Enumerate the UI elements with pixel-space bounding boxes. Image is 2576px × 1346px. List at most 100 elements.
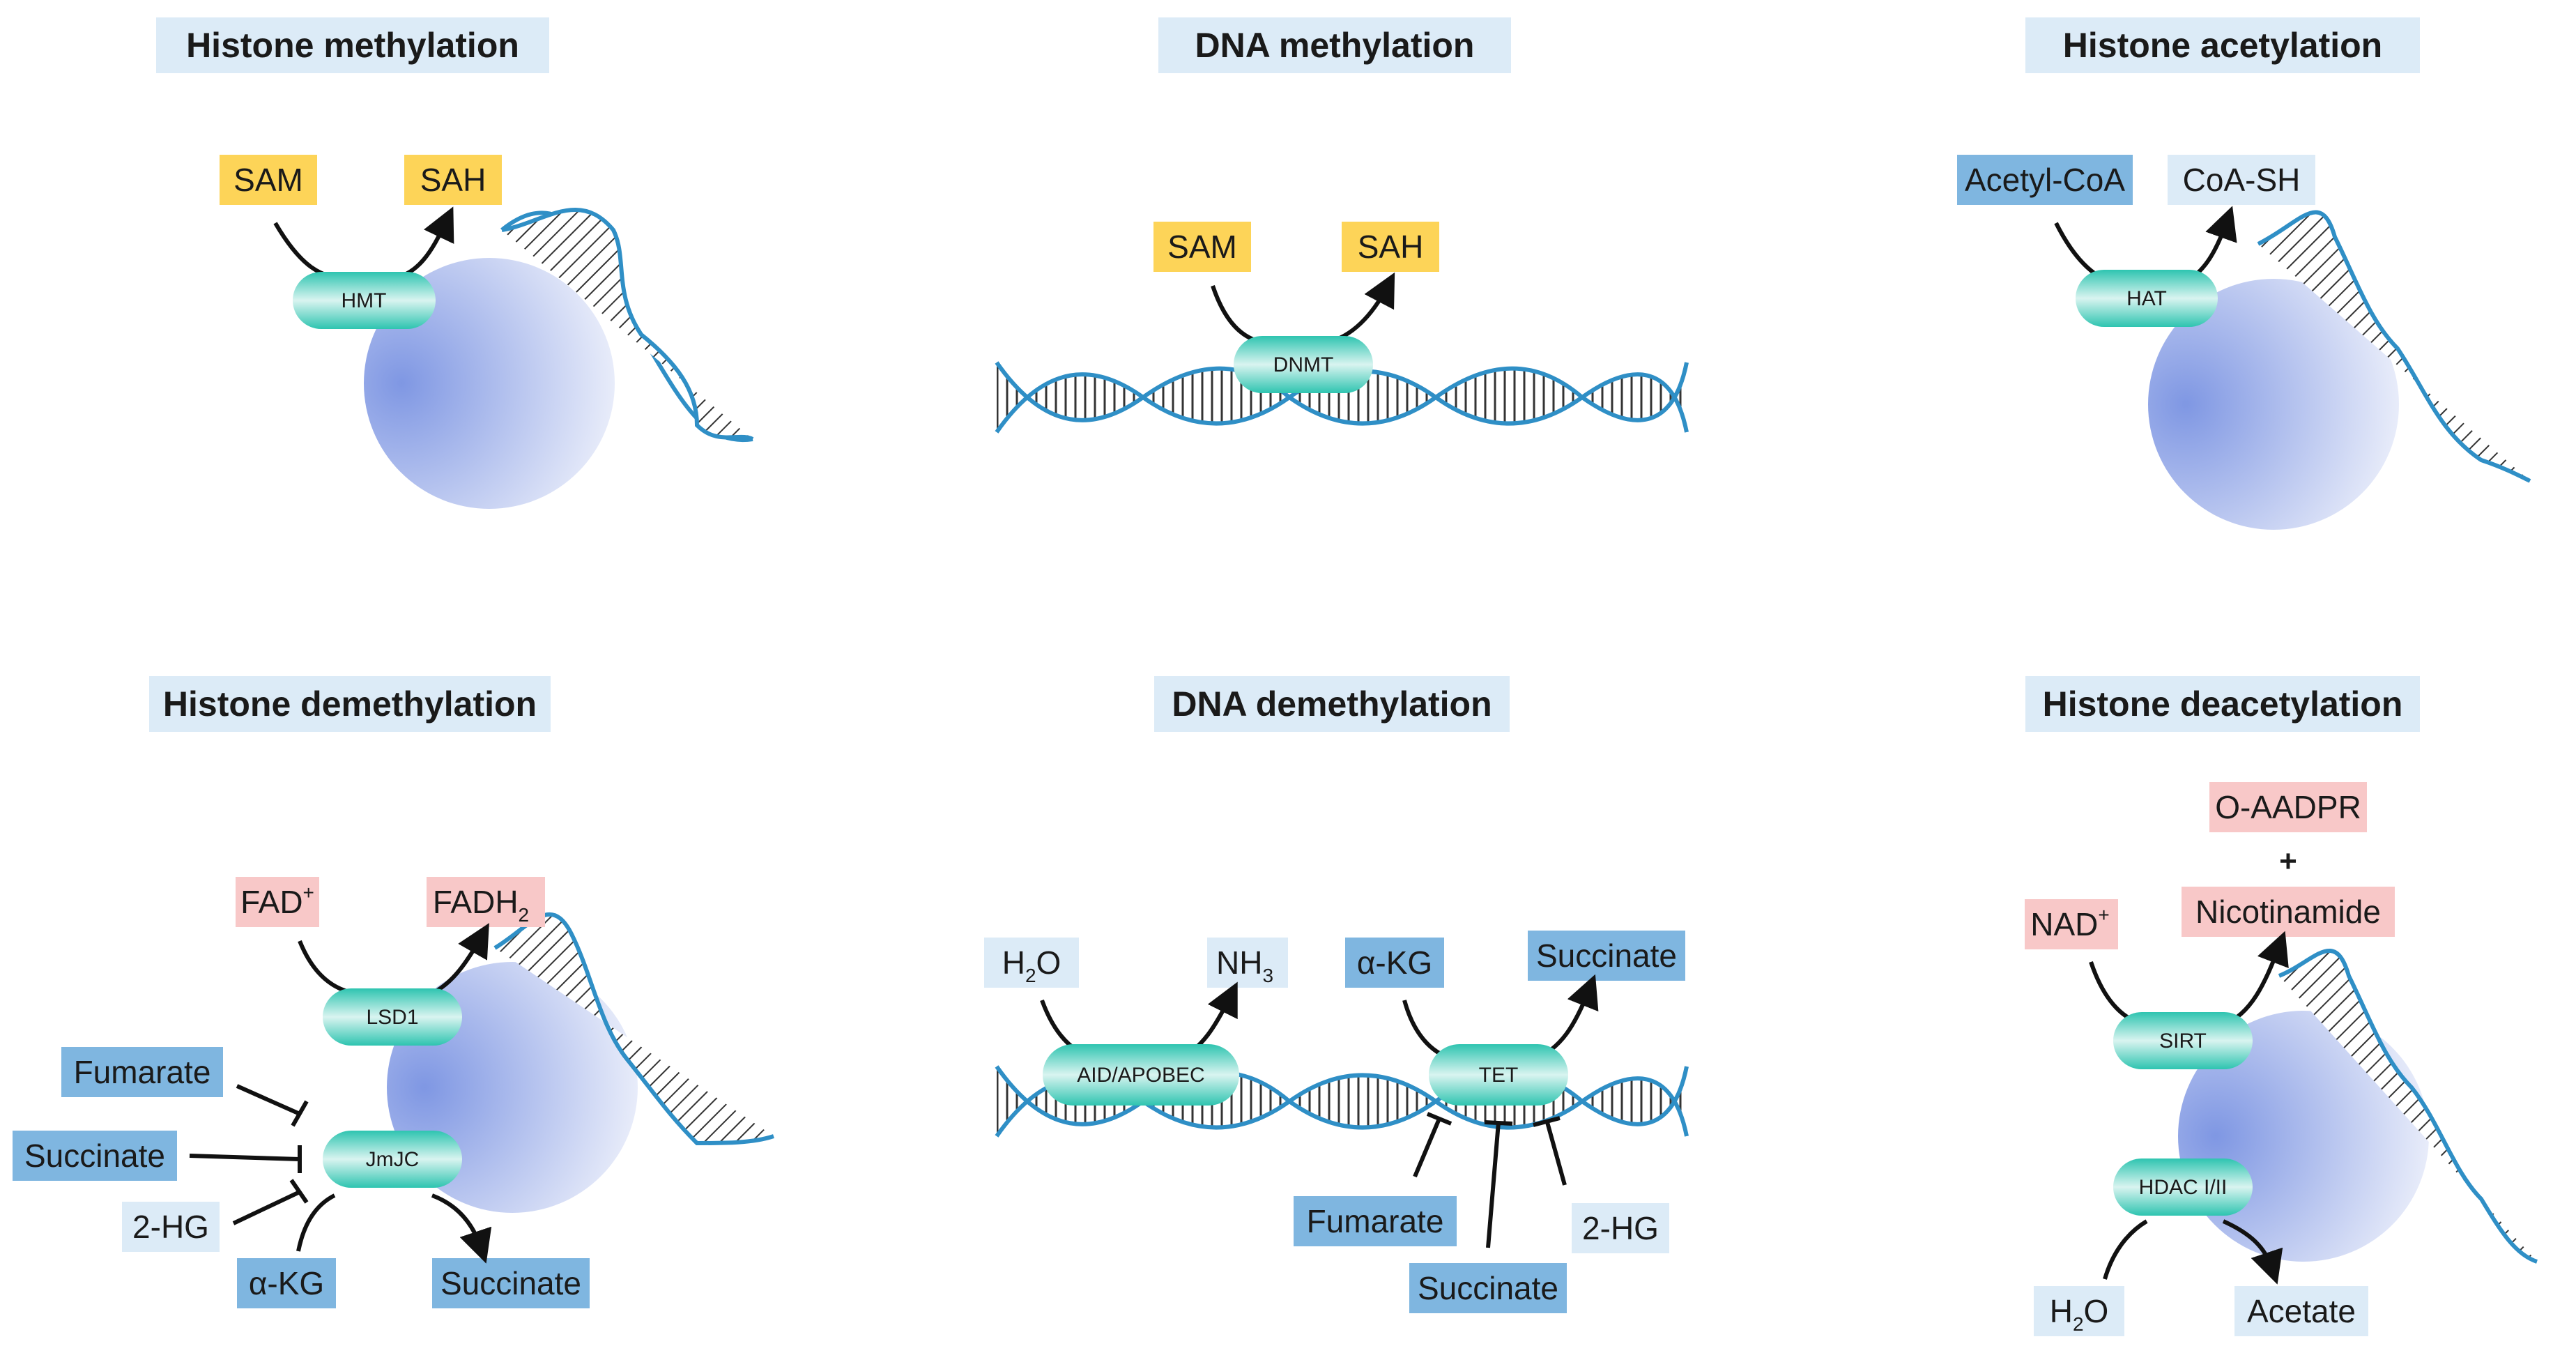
fumarate-label: Fumarate [74, 1054, 211, 1090]
2hg-label: 2-HG [132, 1209, 209, 1245]
tet-akg-box [1345, 938, 1444, 988]
product-label: SAH [1358, 229, 1424, 265]
succinate-inhibitor-box [1409, 1263, 1567, 1313]
succinate-product-arrow [431, 1193, 492, 1264]
tet-succinate-box [1528, 931, 1685, 981]
nad-box [2025, 899, 2118, 949]
enzyme-label: DNMT [1273, 353, 1334, 376]
substrate-arrow [273, 222, 349, 281]
fumarate-label: Fumarate [1307, 1203, 1444, 1239]
panel-histone-deacetylation: Histone deacetylation O-AADPR + Nicotina… [2025, 676, 2538, 1336]
sirt-label: SIRT [2159, 1030, 2207, 1053]
panel-title: Histone acetylation [2063, 26, 2382, 65]
fumarate-inhibition [1413, 1112, 1452, 1178]
jmjc-label: JmJC [366, 1148, 420, 1171]
fumarate-inhibition [236, 1084, 309, 1127]
nicotinamide-box [2182, 887, 2395, 937]
substrate-label: Acetyl-CoA [1965, 162, 2125, 198]
fad-box [236, 877, 319, 927]
substrate-box [1153, 222, 1251, 272]
akg-arrow [296, 1193, 336, 1252]
panel-title: Histone deacetylation [2043, 685, 2403, 724]
panel-title: Histone demethylation [163, 685, 537, 724]
title-bg [2025, 17, 2420, 73]
jmjc-pill [323, 1131, 462, 1188]
succinate-inhibitor-label: Succinate [24, 1138, 165, 1174]
h2o-box [984, 938, 1079, 988]
histone-octamer [2148, 279, 2399, 530]
substrate-box [1957, 155, 2133, 205]
plus-sign: + [2279, 844, 2297, 878]
hdac-label: HDAC I/II [2139, 1176, 2228, 1199]
aid-apobec-pill [1043, 1044, 1239, 1106]
nicotinamide-label: Nicotinamide [2195, 894, 2381, 930]
dna-strand [2278, 949, 2538, 1264]
tet-succinate-label: Succinate [1536, 938, 1677, 974]
product-label: CoA-SH [2183, 162, 2301, 198]
nicotinamide-arrow [2222, 931, 2289, 1027]
title-bg [2025, 676, 2420, 732]
fad-label: FAD+ [240, 882, 314, 920]
acetate-label: Acetate [2247, 1293, 2356, 1329]
oaadpr-label: O-AADPR [2215, 789, 2361, 825]
title-bg [156, 17, 549, 73]
sirt-pill [2113, 1012, 2253, 1069]
succinate-inhibition [189, 1145, 302, 1173]
aid-apobec-label: AID/APOBEC [1077, 1064, 1204, 1087]
fumarate-box [61, 1047, 223, 1097]
akg-box [237, 1258, 336, 1308]
enzyme-pill [293, 272, 436, 329]
dna-strand [2257, 210, 2531, 483]
lsd1-label: LSD1 [366, 1006, 418, 1029]
nad-label: NAD+ [2030, 904, 2109, 942]
tet-label: TET [1479, 1064, 1519, 1087]
title-bg [1158, 17, 1511, 73]
fadh2-label: FADH2 [433, 884, 529, 926]
acetate-box [2234, 1286, 2368, 1336]
enzyme-label: HAT [2126, 287, 2167, 310]
title-bg [1154, 676, 1510, 732]
h2o-label: H2O [1002, 945, 1061, 986]
enzyme-label: HMT [342, 289, 387, 312]
dna-strand [493, 912, 774, 1146]
substrate-label: SAM [233, 162, 303, 198]
dna-duplex [997, 362, 1687, 432]
panel-title: DNA methylation [1195, 26, 1475, 65]
tet-pill [1429, 1044, 1568, 1106]
h2o-label: H2O [2050, 1293, 2109, 1335]
hdac-pill [2113, 1158, 2253, 1216]
succinate-inhibitor-box [13, 1131, 177, 1181]
product-box [404, 155, 502, 205]
product-arrow [1324, 272, 1395, 345]
product-label: SAH [420, 162, 486, 198]
tet-akg-label: α-KG [1357, 945, 1432, 981]
panel-title: DNA demethylation [1172, 685, 1492, 724]
h2o-arrow [2103, 1219, 2148, 1280]
2hg-box [1572, 1203, 1669, 1253]
panel-histone-demethylation: Histone demethylation FAD+ FADH2 LSD1 Jm… [13, 676, 774, 1308]
succinate-product-label: Succinate [440, 1265, 581, 1301]
dna-strand-top [995, 1065, 1689, 1130]
h2o-box [2034, 1286, 2124, 1336]
panel-title: Histone methylation [186, 26, 519, 65]
lsd1-pill [323, 988, 462, 1046]
panel-histone-methylation: Histone methylation SAM SAH HMT [156, 17, 754, 509]
nh3-label: NH3 [1216, 945, 1273, 986]
fadh2-box [427, 877, 545, 927]
2hg-inhibition [1533, 1116, 1567, 1186]
succinate-inhibition [1484, 1120, 1513, 1248]
fumarate-box [1294, 1196, 1457, 1246]
succinate-product-box [432, 1258, 590, 1308]
dna-strand-top [995, 361, 1689, 426]
acetate-arrow [2222, 1219, 2283, 1285]
2hg-box [122, 1202, 220, 1252]
enzyme-pill [2076, 270, 2218, 327]
akg-label: α-KG [249, 1265, 324, 1301]
substrate-label: SAM [1167, 229, 1237, 265]
oaadpr-box [2209, 782, 2367, 832]
fad-arrow [298, 940, 356, 995]
substrate-arrow [1211, 285, 1269, 345]
dna-strand [501, 208, 754, 441]
nh3-box [1207, 938, 1288, 988]
